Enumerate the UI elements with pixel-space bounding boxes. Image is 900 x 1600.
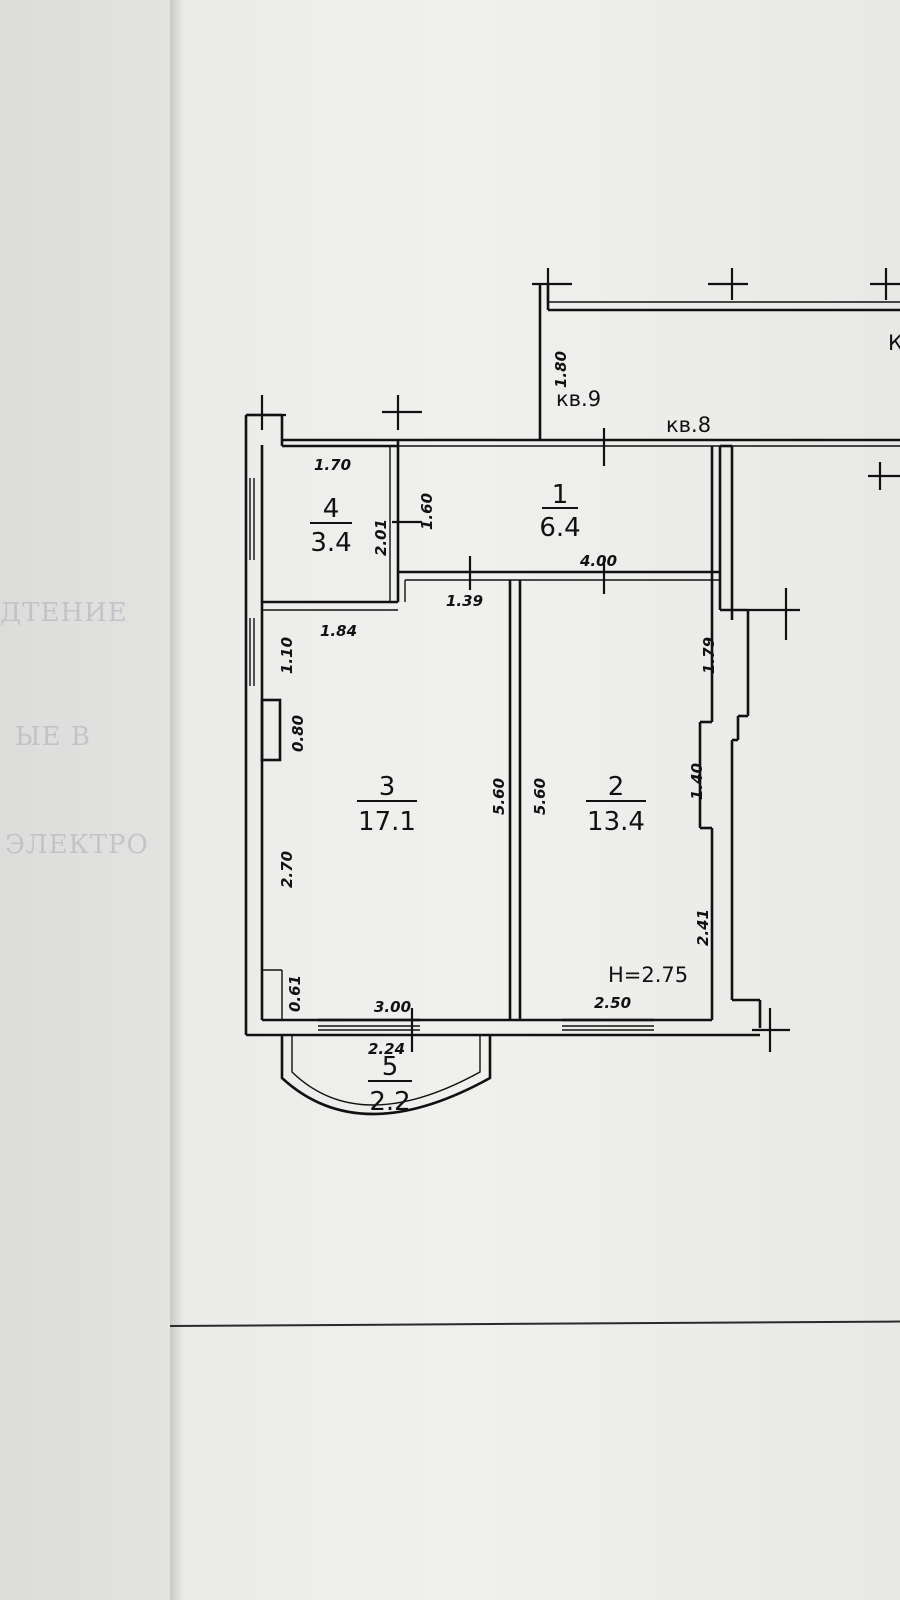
room-3-area: 17.1 <box>358 807 416 837</box>
room-5-area: 2.2 <box>369 1087 410 1117</box>
room-5-number: 5 <box>382 1052 399 1082</box>
dim-1-80: 1.80 <box>552 351 570 388</box>
apartment-label-kv8: кв.8 <box>666 413 711 437</box>
dim-1-70: 1.70 <box>314 456 351 474</box>
room-2-area: 13.4 <box>587 807 645 837</box>
sheet-edge-shadow <box>170 0 184 1600</box>
dim-0-80: 0.80 <box>289 715 307 752</box>
apartment-label-kv9: кв.9 <box>556 387 601 411</box>
apartment-label-partial: К <box>888 331 900 355</box>
dim-1-79: 1.79 <box>700 637 718 674</box>
room-3-number: 3 <box>379 772 396 802</box>
dim-2-70: 2.70 <box>278 851 296 888</box>
dim-1-60: 1.60 <box>418 493 436 530</box>
room-1-area: 6.4 <box>539 513 580 543</box>
ceiling-height: H=2.75 <box>608 963 688 987</box>
axis-markers <box>246 268 900 1052</box>
paper-sheet <box>170 0 900 1600</box>
dim-1-10: 1.10 <box>278 637 296 674</box>
walls <box>244 285 900 1116</box>
dim-1-39: 1.39 <box>446 592 483 610</box>
room-4-area: 3.4 <box>310 528 351 558</box>
ghost-text-2: ЫЕ В <box>15 722 91 752</box>
dim-4-00: 4.00 <box>579 552 617 570</box>
dim-2-41: 2.41 <box>694 909 712 946</box>
dim-1-84: 1.84 <box>320 622 357 640</box>
dim-5-60-left: 5.60 <box>490 778 508 815</box>
dim-2-01: 2.01 <box>372 519 390 556</box>
dim-2-50: 2.50 <box>594 994 631 1012</box>
ghost-text-1: ДТЕНИЕ <box>0 598 128 628</box>
dim-1-40: 1.40 <box>688 763 706 800</box>
room-4-number: 4 <box>323 494 340 524</box>
dim-5-60-right: 5.60 <box>531 778 549 815</box>
dim-3-00: 3.00 <box>374 998 411 1016</box>
ghost-text-3: ЭЛЕКТРО <box>5 830 149 860</box>
underlying-sheet <box>0 0 170 1600</box>
dim-0-61: 0.61 <box>286 975 304 1012</box>
room-1-number: 1 <box>552 480 569 510</box>
room-2-number: 2 <box>608 772 625 802</box>
dim-2-24: 2.24 <box>368 1040 405 1058</box>
